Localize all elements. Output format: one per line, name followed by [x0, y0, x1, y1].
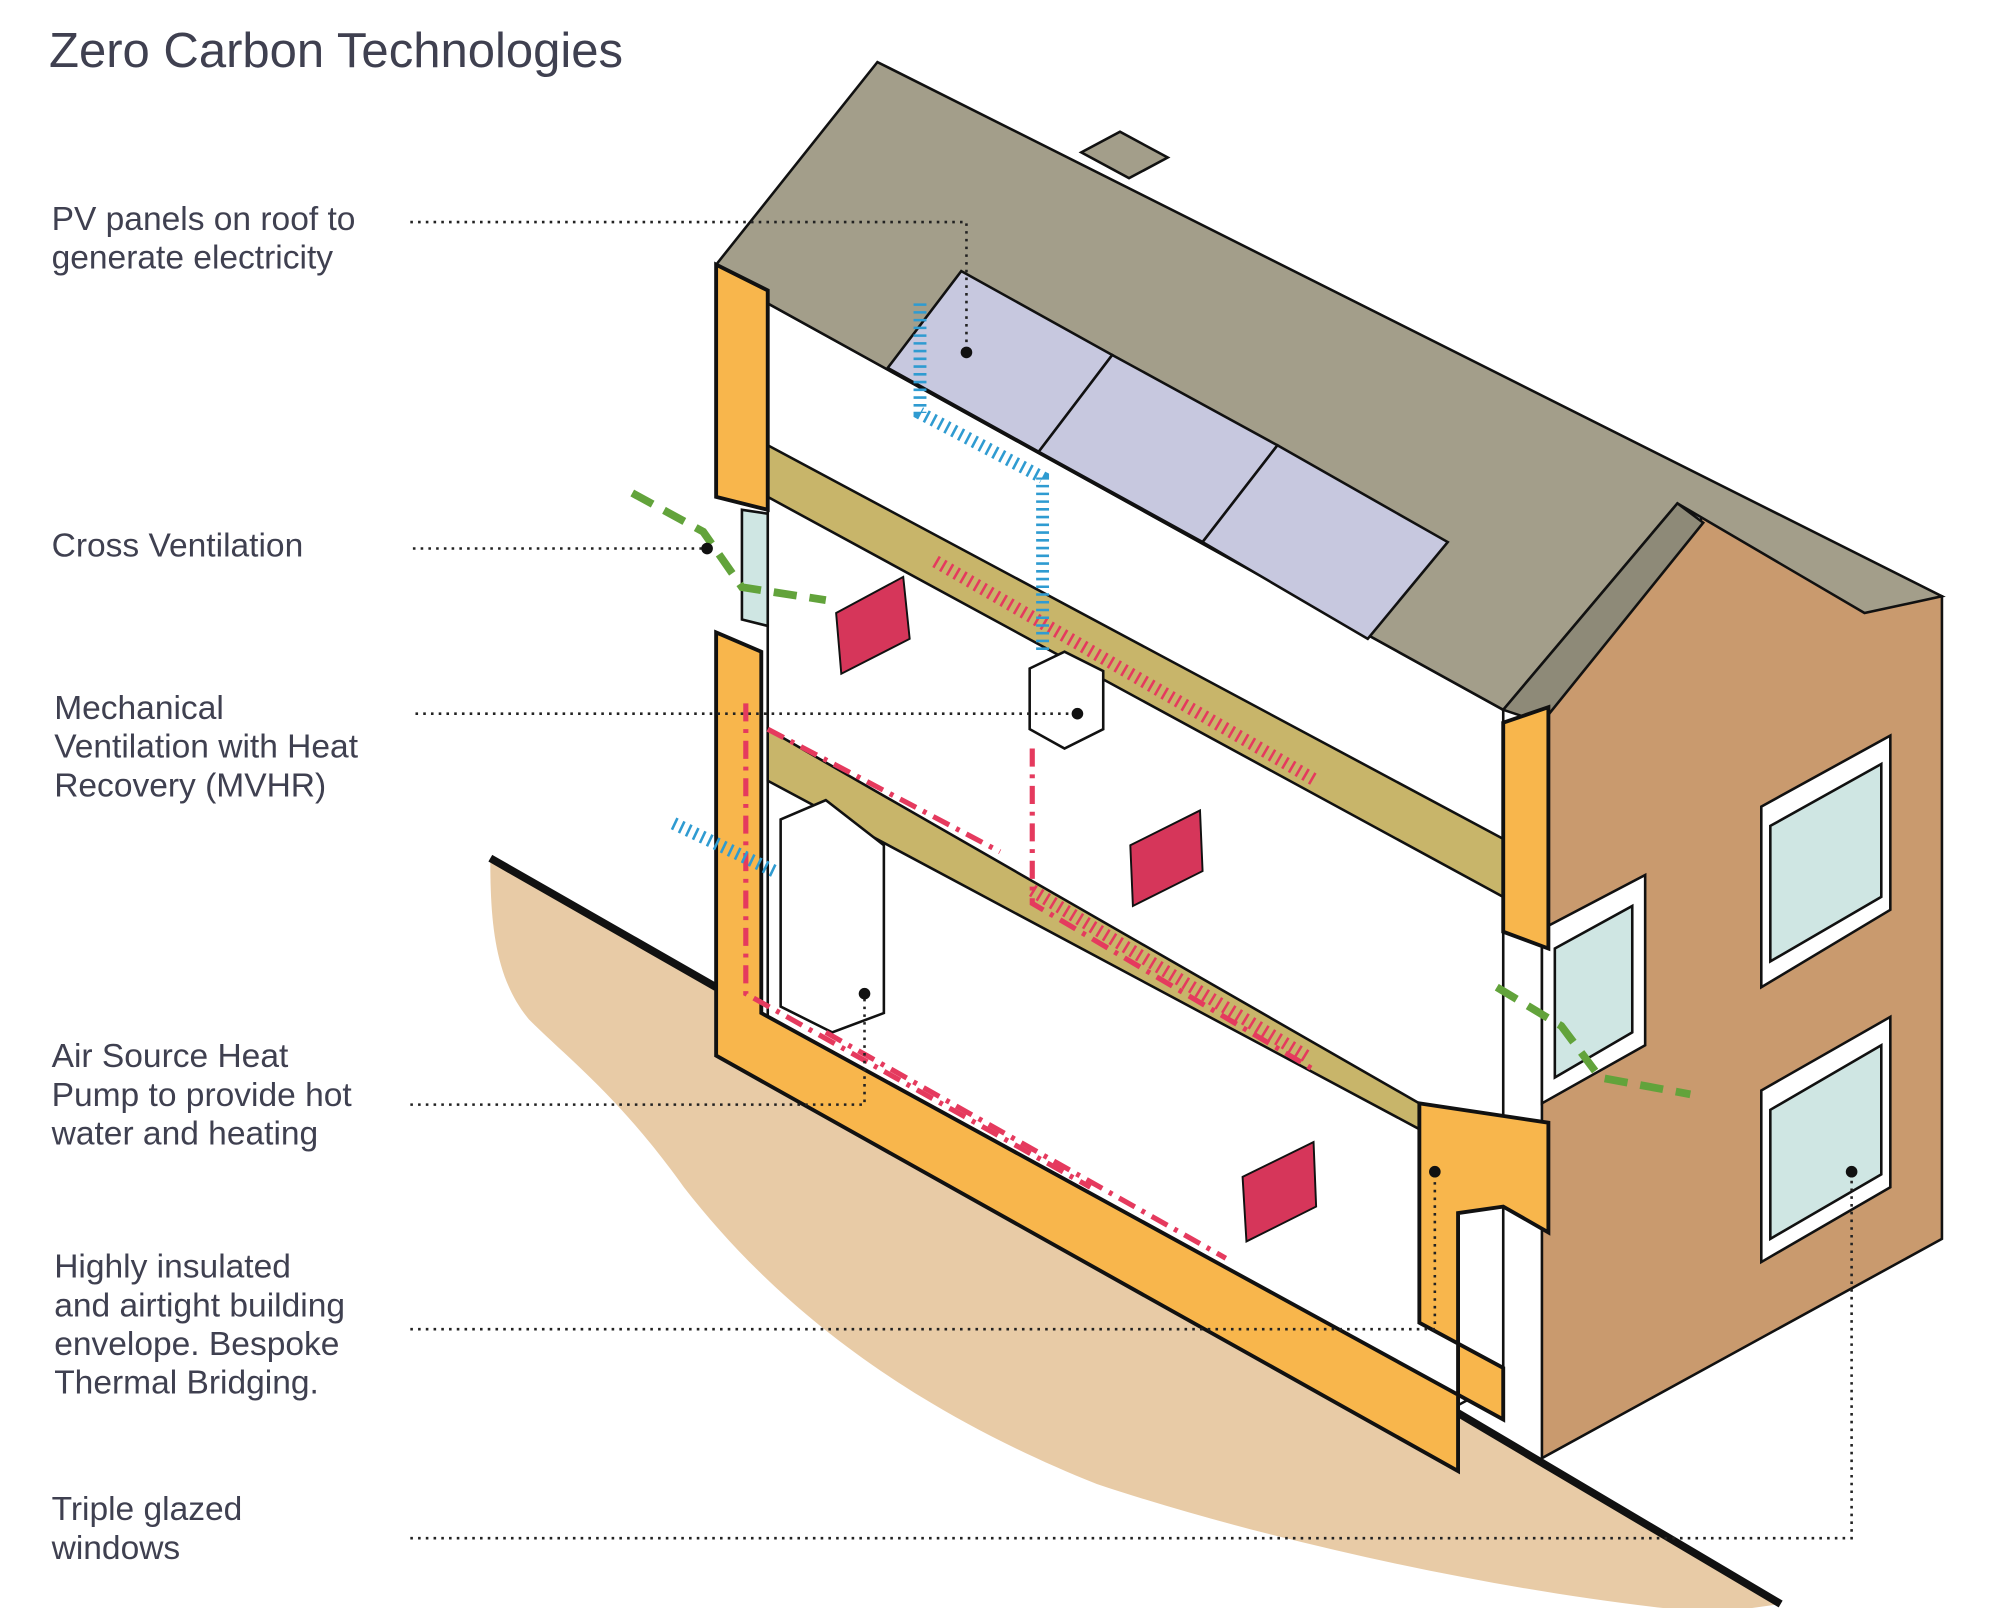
cool-flows [670, 303, 1050, 877]
heat-recovery-flows [932, 555, 1320, 1064]
svg-text:Triple glazed: Triple glazed [52, 1491, 243, 1528]
page-title: Zero Carbon Technologies [49, 24, 623, 78]
insulated-envelope [714, 261, 1551, 1475]
gable-windows [1540, 733, 1892, 1265]
chimney [1078, 130, 1171, 180]
pv-panels [885, 269, 1450, 641]
svg-text:Pump to provide hot: Pump to provide hot [52, 1077, 353, 1114]
leader-lines [410, 220, 1858, 1540]
label-envelope: Highly insulated and airtight building e… [54, 1249, 345, 1402]
label-windows: Triple glazed windows [51, 1491, 243, 1567]
svg-text:windows: windows [51, 1530, 181, 1567]
label-pv: PV panels on roof to generate electricit… [52, 201, 356, 277]
svg-text:Recovery (MVHR): Recovery (MVHR) [54, 767, 326, 804]
cross-vent-window [740, 508, 770, 628]
mvhr-unit [1028, 650, 1105, 750]
label-mvhr: Mechanical Ventilation with Heat Recover… [54, 690, 359, 804]
svg-text:Mechanical: Mechanical [54, 690, 224, 727]
svg-text:water and heating: water and heating [51, 1116, 319, 1153]
svg-text:envelope. Bespoke: envelope. Bespoke [54, 1326, 339, 1363]
ground-line [488, 854, 1783, 1608]
heat-pump-unit [779, 798, 886, 1034]
svg-text:Air Source Heat: Air Source Heat [52, 1038, 289, 1075]
svg-text:PV panels on roof to: PV panels on roof to [52, 201, 356, 238]
svg-text:Thermal Bridging.: Thermal Bridging. [54, 1365, 319, 1402]
radiators [835, 575, 1318, 1243]
cross-ventilation-flows [630, 489, 1692, 1099]
svg-text:Cross Ventilation: Cross Ventilation [52, 527, 304, 564]
roof [714, 60, 1946, 712]
heat-flows [743, 703, 1318, 1261]
label-cross-ventilation: Cross Ventilation [52, 527, 304, 564]
svg-text:Highly insulated: Highly insulated [54, 1249, 291, 1286]
label-ashp: Air Source Heat Pump to provide hot wate… [51, 1038, 353, 1152]
svg-text:generate electricity: generate electricity [52, 240, 334, 277]
svg-text:and airtight building: and airtight building [54, 1287, 345, 1324]
svg-text:Ventilation with Heat: Ventilation with Heat [54, 729, 359, 766]
